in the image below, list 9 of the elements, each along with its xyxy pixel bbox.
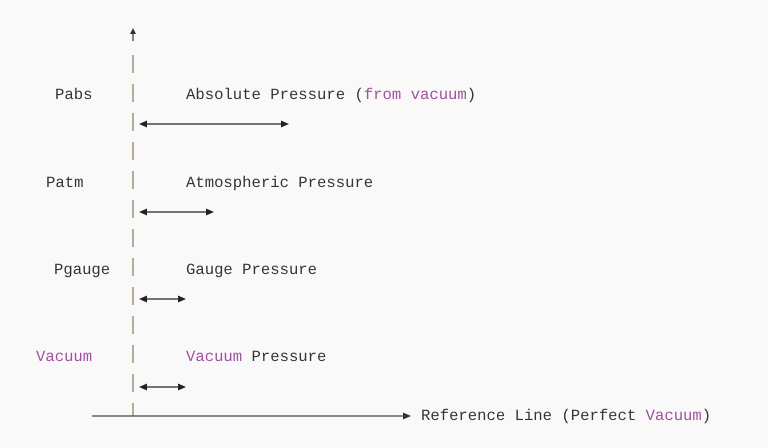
pressure-description: Vacuum Pressure bbox=[186, 347, 326, 367]
pressure-symbol: Pgauge bbox=[54, 260, 110, 280]
pressure-symbol: Pabs bbox=[55, 85, 92, 105]
pressure-description: Atmospheric Pressure bbox=[186, 173, 374, 193]
pressure-description: Gauge Pressure bbox=[186, 260, 318, 280]
axis-label: Reference Line (Perfect Vacuum) bbox=[421, 406, 712, 426]
pressure-symbol: Vacuum bbox=[36, 347, 92, 367]
pressure-symbol: Patm bbox=[46, 173, 84, 193]
pressure-description: Absolute Pressure (from vacuum) bbox=[186, 85, 476, 105]
